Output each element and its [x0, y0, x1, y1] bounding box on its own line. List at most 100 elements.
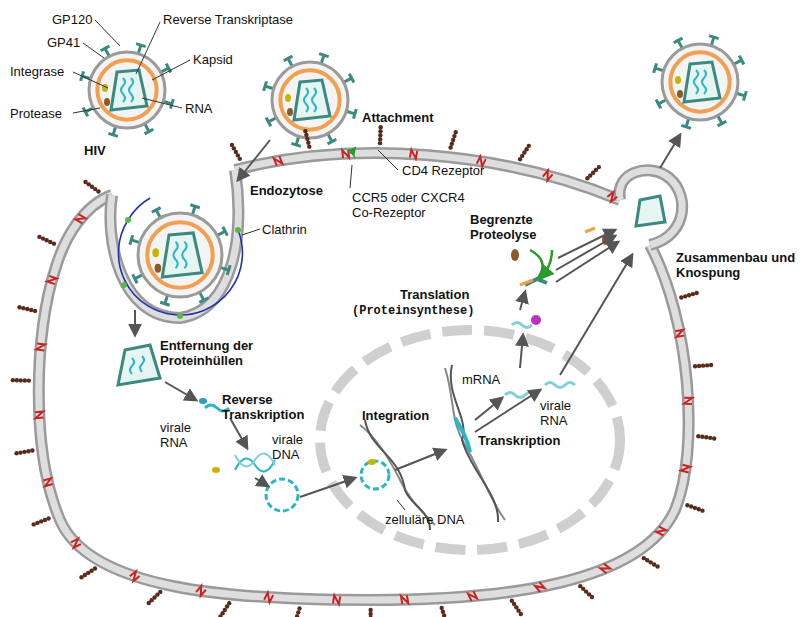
clathrin-coat	[118, 220, 242, 315]
circular-dna	[266, 479, 298, 511]
co-receptor	[543, 171, 553, 181]
cd4-receptor	[693, 364, 697, 368]
cd4-receptor	[11, 378, 15, 382]
cd4-receptor	[22, 450, 26, 454]
cd4-receptor	[305, 137, 309, 141]
cd4-receptor	[527, 144, 531, 148]
co-receptor	[681, 465, 690, 473]
cd4-receptor	[307, 144, 311, 148]
virus-title: HIV	[84, 143, 106, 158]
co-receptor	[43, 478, 52, 486]
cd4-receptor	[700, 435, 704, 439]
cd4-receptor	[597, 165, 601, 169]
cd4-receptor	[25, 307, 29, 311]
part-label: Integrase	[10, 64, 64, 79]
leader-line	[73, 20, 190, 113]
step-label: Begrenzte Proteolyse	[470, 212, 570, 242]
co-receptor	[468, 591, 477, 601]
cd4-receptor	[696, 434, 700, 438]
protease-cleavage	[530, 250, 552, 278]
part-label: CCR5 oder CXCR4 Co-Rezeptor	[352, 190, 477, 220]
viral-dna-helix	[235, 454, 275, 472]
cd4-receptor	[691, 292, 695, 296]
step-label: Translation	[400, 287, 469, 302]
co-receptor	[130, 571, 140, 581]
leader-line	[397, 500, 405, 510]
cd4-receptor	[448, 145, 452, 149]
cd4-receptor	[453, 130, 457, 134]
co-receptor	[274, 156, 283, 166]
co-receptor	[333, 595, 340, 604]
cd4-receptor	[30, 448, 34, 452]
cd4-receptor	[439, 606, 443, 610]
co-receptor	[342, 150, 349, 159]
part-label: mRNA	[462, 372, 500, 387]
co-receptor	[675, 330, 684, 337]
cd4-receptor	[378, 141, 382, 145]
cd4-receptor	[378, 133, 382, 137]
step-label: Integration	[362, 408, 429, 423]
co-receptor	[600, 564, 610, 574]
cd4-receptor	[709, 363, 713, 367]
cd4-receptor	[378, 129, 382, 133]
cd4-receptor	[450, 142, 454, 146]
cd4-receptor	[21, 306, 25, 310]
co-receptor	[71, 539, 81, 548]
co-receptor	[401, 595, 408, 604]
cd4-receptor	[27, 378, 31, 382]
part-label: virale RNA	[160, 420, 205, 450]
process-arrow	[135, 135, 680, 497]
cd4-receptor	[519, 612, 523, 616]
cd4-receptor	[655, 564, 659, 568]
co-receptor	[656, 527, 666, 536]
part-label: virale DNA	[272, 432, 317, 462]
cd4-receptor	[378, 125, 382, 129]
capsid-uncoated	[118, 345, 160, 385]
step-label: Zusammenbau und Knospung	[676, 250, 796, 280]
cd4-receptor	[697, 507, 701, 511]
cd4-receptor	[218, 614, 222, 617]
cd4-receptor	[701, 363, 705, 367]
part-label: Protease	[10, 106, 62, 121]
hiv-virion	[654, 36, 747, 129]
clathrin-coat	[128, 198, 150, 220]
cd4-receptor	[296, 610, 300, 614]
cd4-receptor	[368, 608, 372, 612]
cd4-receptor	[368, 612, 372, 616]
cd4-receptor	[79, 575, 83, 579]
step-label: Endozytose	[250, 183, 323, 198]
cd4-receptor	[679, 295, 683, 299]
cd4-receptor	[685, 503, 689, 507]
co-receptor	[76, 214, 86, 223]
cd4-receptor	[704, 435, 708, 439]
cd4-receptor	[700, 508, 704, 512]
step-label: Reverse Transkription	[222, 392, 332, 422]
co-receptor	[35, 412, 43, 419]
cd4-receptor	[37, 235, 41, 239]
co-receptor	[47, 276, 57, 284]
cd4-receptor	[368, 616, 372, 617]
nucleus-envelope	[320, 330, 620, 550]
part-label: GP120	[52, 12, 92, 27]
cd4-receptor	[33, 309, 37, 313]
viral-rna-strand	[545, 383, 575, 388]
co-receptor	[410, 150, 417, 159]
step-label: Attachment	[362, 110, 434, 125]
part-label: Clathrin	[262, 222, 307, 237]
part-label: RNA	[185, 101, 212, 116]
translation-mrna	[512, 323, 532, 328]
circular-dna	[361, 461, 389, 489]
part-label: CD4 Rezeptor	[402, 163, 484, 178]
cd4-receptor	[687, 293, 691, 297]
co-receptor	[196, 586, 206, 596]
leader-line	[378, 150, 398, 170]
cd4-receptor	[83, 180, 87, 184]
cd4-receptor	[32, 522, 36, 526]
part-label: Kapsid	[193, 52, 233, 67]
cd4-receptor	[304, 133, 308, 137]
part-label: Reverse Transkriptase	[163, 12, 293, 27]
cd4-receptor	[441, 609, 445, 613]
cd4-receptor	[442, 613, 446, 617]
co-receptor	[535, 582, 545, 592]
